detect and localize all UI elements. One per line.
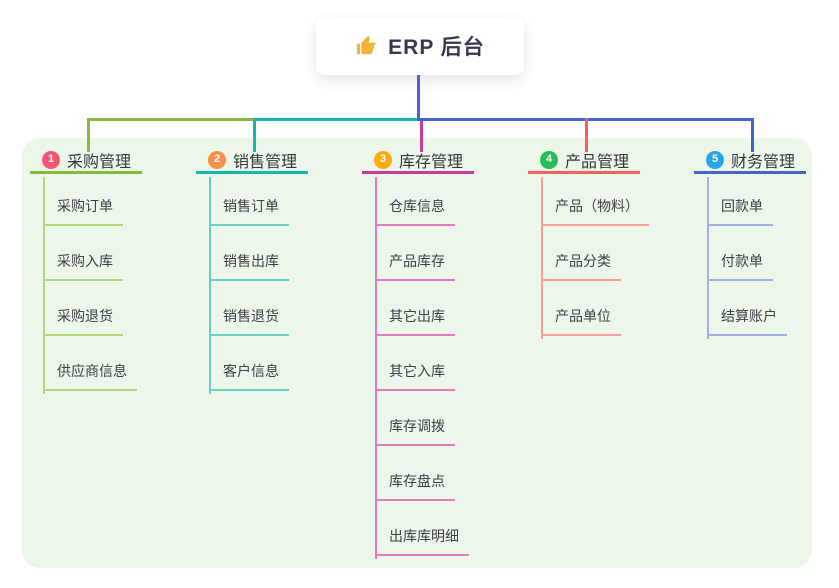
branch-children: 销售订单销售出库销售退货客户信息 [196, 174, 362, 391]
child-node[interactable]: 采购入库 [30, 226, 196, 281]
branch-children-connector [541, 177, 543, 339]
child-label: 其它出库 [375, 306, 455, 336]
branch-children: 回款单付款单结算账户 [694, 174, 839, 336]
child-node[interactable]: 销售出库 [196, 226, 362, 281]
child-node[interactable]: 其它入库 [362, 336, 528, 391]
child-label: 产品分类 [541, 251, 621, 281]
root-node[interactable]: ERP 后台 [316, 17, 524, 75]
branch-column-3: 3 库存管理 仓库信息产品库存其它出库其它入库库存调拨库存盘点出库库明细 [362, 148, 528, 559]
branch-children-connector [43, 177, 45, 394]
bus-branch1 [87, 118, 256, 121]
root-trunk-line [417, 75, 420, 121]
child-node[interactable]: 付款单 [694, 226, 839, 281]
child-label: 库存调拨 [375, 416, 455, 446]
child-label: 销售退货 [209, 306, 289, 336]
branch-column-1: 1 采购管理 采购订单采购入库采购退货供应商信息 [30, 148, 196, 394]
branch-label: 销售管理 [233, 153, 298, 171]
child-label: 采购入库 [43, 251, 123, 281]
branch-node[interactable]: 2 销售管理 [196, 148, 308, 174]
child-label: 客户信息 [209, 361, 289, 391]
branch-node[interactable]: 5 财务管理 [694, 148, 806, 174]
child-node[interactable]: 产品库存 [362, 226, 528, 281]
elbow-drop-branch5 [751, 118, 754, 152]
child-node[interactable]: 销售退货 [196, 281, 362, 336]
child-node[interactable]: 结算账户 [694, 281, 839, 336]
thumbs-up-icon [357, 35, 377, 54]
branch-column-5: 5 财务管理 回款单付款单结算账户 [694, 148, 839, 339]
branch-node[interactable]: 3 库存管理 [362, 148, 474, 174]
child-node[interactable]: 采购订单 [30, 174, 196, 226]
child-label: 其它入库 [375, 361, 455, 391]
branch-number-badge: 3 [374, 150, 392, 169]
branch-number-badge: 2 [208, 150, 226, 169]
child-node[interactable]: 库存盘点 [362, 446, 528, 501]
child-node[interactable]: 供应商信息 [30, 336, 196, 391]
child-label: 销售订单 [209, 196, 289, 226]
child-label: 产品库存 [375, 251, 455, 281]
branch-label: 产品管理 [565, 153, 630, 171]
child-label: 出库库明细 [375, 526, 469, 556]
branch-children: 产品（物料） 产品分类产品单位 [528, 174, 694, 336]
branch-node[interactable]: 4 产品管理 [528, 148, 640, 174]
child-label: 采购订单 [43, 196, 123, 226]
branch-children: 采购订单采购入库采购退货供应商信息 [30, 174, 196, 391]
child-label: 供应商信息 [43, 361, 137, 391]
branch-number-badge: 4 [540, 150, 558, 169]
child-label: 销售出库 [209, 251, 289, 281]
branch-number-badge: 5 [706, 150, 724, 169]
child-label: 采购退货 [43, 306, 123, 336]
branch-label: 财务管理 [731, 153, 796, 171]
child-label: 付款单 [707, 251, 773, 281]
child-label: 结算账户 [707, 306, 787, 336]
child-node[interactable]: 客户信息 [196, 336, 362, 391]
branch-number-badge: 1 [42, 150, 60, 169]
elbow-drop-branch4 [585, 118, 588, 152]
branch-children-connector [209, 177, 211, 394]
root-node-label: ERP 后台 [388, 36, 485, 59]
branch-children-connector [707, 177, 709, 339]
branch-label: 库存管理 [399, 153, 464, 171]
child-node[interactable]: 产品（物料） [528, 174, 694, 226]
child-label: 回款单 [707, 196, 773, 226]
elbow-drop-branch3 [420, 121, 423, 152]
child-node[interactable]: 其它出库 [362, 281, 528, 336]
child-label: 产品单位 [541, 306, 621, 336]
child-label: 库存盘点 [375, 471, 455, 501]
branch-label: 采购管理 [67, 153, 132, 171]
child-node[interactable]: 销售订单 [196, 174, 362, 226]
branch-node[interactable]: 1 采购管理 [30, 148, 142, 174]
child-node[interactable]: 产品单位 [528, 281, 694, 336]
child-label: 产品（物料） [541, 196, 649, 226]
branch-children-connector [375, 177, 377, 559]
child-node[interactable]: 回款单 [694, 174, 839, 226]
mindmap-background-panel [22, 138, 812, 568]
bus-branch2 [253, 118, 420, 121]
child-node[interactable]: 采购退货 [30, 281, 196, 336]
child-label: 仓库信息 [375, 196, 455, 226]
child-node[interactable]: 库存调拨 [362, 391, 528, 446]
elbow-drop-branch1 [87, 118, 90, 152]
branch-children: 仓库信息产品库存其它出库其它入库库存调拨库存盘点出库库明细 [362, 174, 528, 556]
child-node[interactable]: 仓库信息 [362, 174, 528, 226]
child-node[interactable]: 产品分类 [528, 226, 694, 281]
branch-column-2: 2 销售管理 销售订单销售出库销售退货客户信息 [196, 148, 362, 394]
branch-column-4: 4 产品管理 产品（物料） 产品分类产品单位 [528, 148, 694, 339]
elbow-drop-branch2 [253, 118, 256, 152]
child-node[interactable]: 出库库明细 [362, 501, 528, 556]
